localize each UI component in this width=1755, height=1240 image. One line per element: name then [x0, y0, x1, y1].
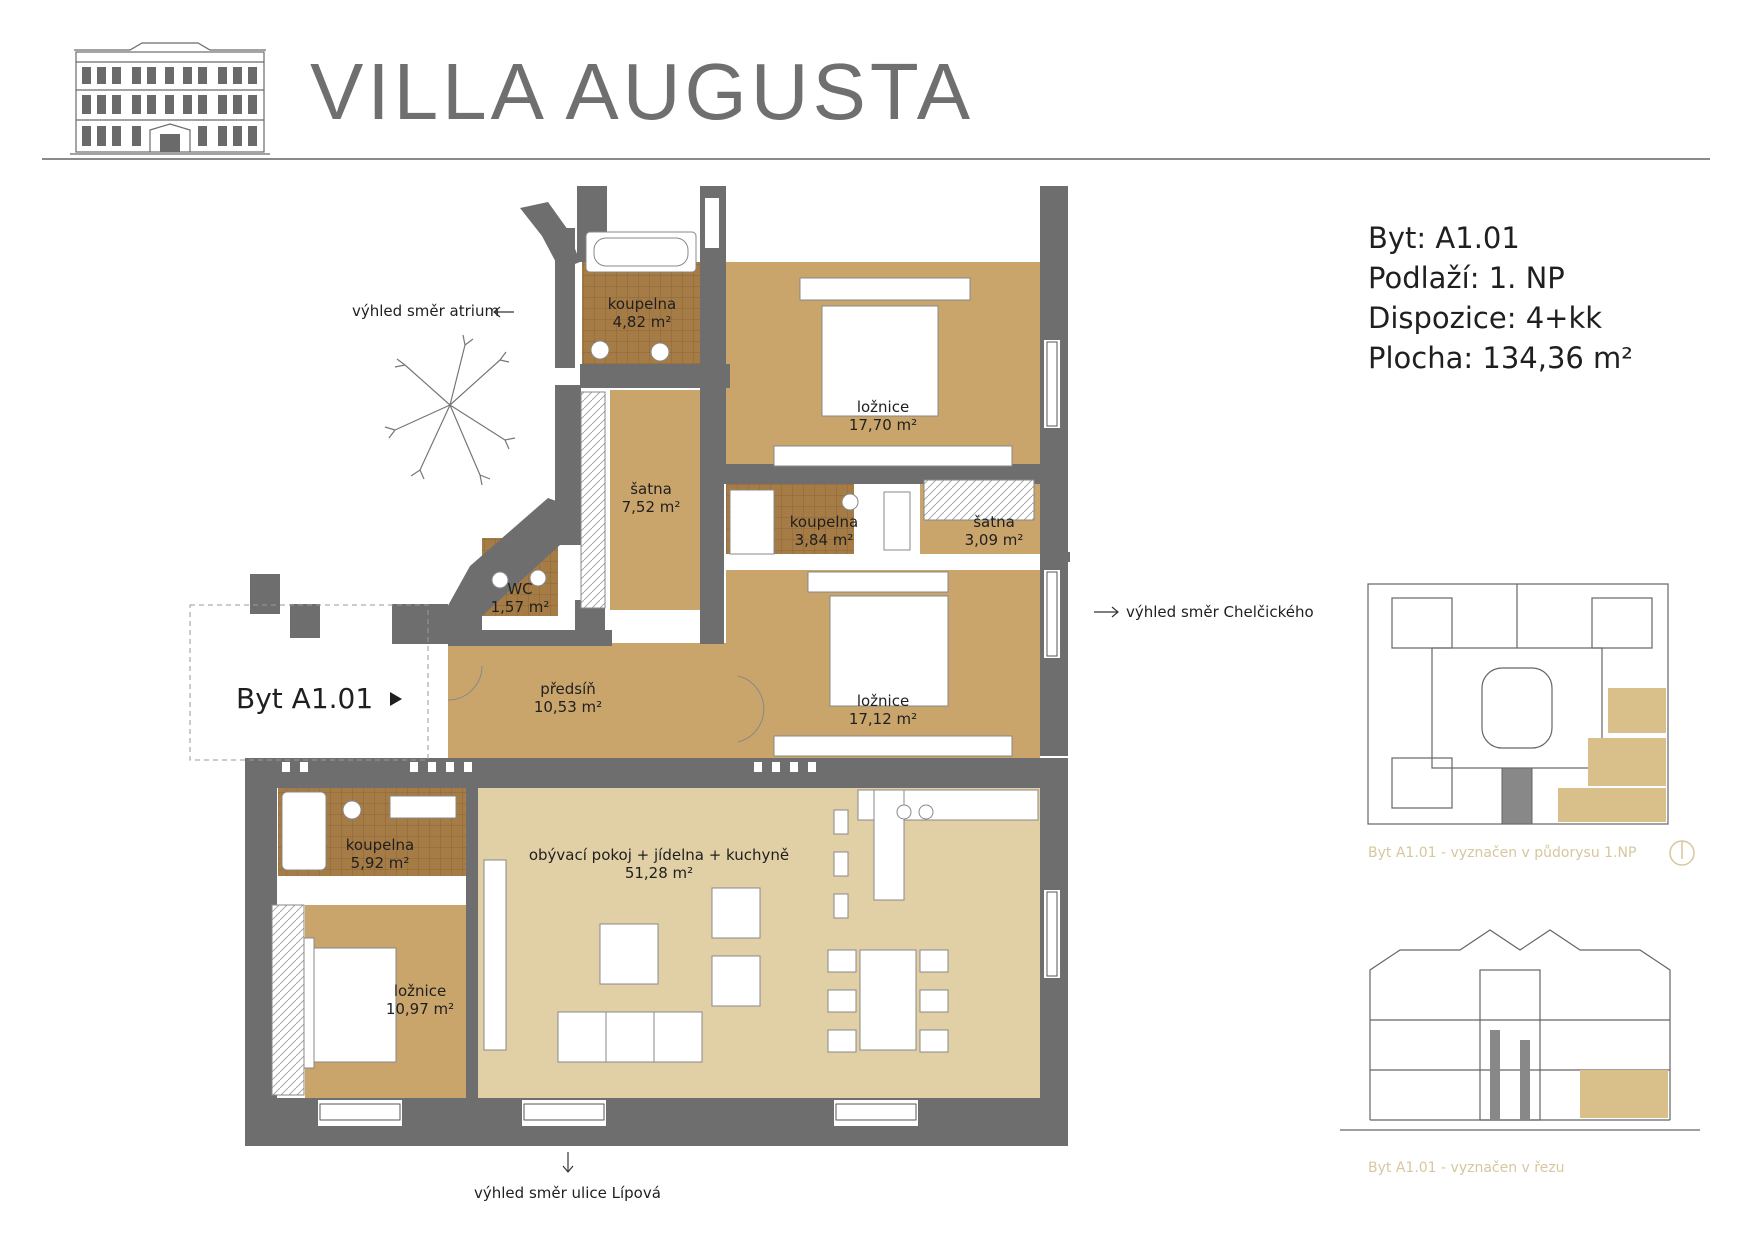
- key-plan-floor-caption: Byt A1.01 - vyznačen v půdorysu 1.NP: [1368, 845, 1637, 861]
- bed: [305, 947, 397, 1063]
- header-divider: [42, 158, 1710, 160]
- key-plan-section-caption: Byt A1.01 - vyznačen v řezu: [1368, 1160, 1565, 1176]
- room-label: šatna: [630, 480, 672, 498]
- room-area: 10,97 m²: [386, 1000, 454, 1018]
- room-area: 10,53 m²: [534, 698, 602, 716]
- view-atrium-label: výhled směr atrium: [352, 302, 500, 320]
- room-area: 3,09 m²: [965, 531, 1024, 549]
- info-plocha: Plocha: 134,36 m²: [1368, 341, 1633, 375]
- room-label: obývací pokoj + jídelna + kuchyně: [529, 846, 789, 864]
- shower: [729, 489, 775, 555]
- bed: [821, 305, 939, 417]
- room-area: 3,84 m²: [795, 531, 854, 549]
- entrance-arrow-icon: [390, 692, 402, 706]
- north-arrow-icon: [1669, 840, 1695, 866]
- room-area: 17,70 m²: [849, 416, 917, 434]
- room-area: 1,57 m²: [491, 598, 550, 616]
- room-label: předsíň: [540, 680, 596, 698]
- furniture: [271, 231, 1039, 1096]
- room-label: ložnice: [394, 982, 446, 1000]
- atrium-tree: [384, 334, 516, 486]
- floor-wardrobe-left: [610, 390, 700, 610]
- common-corridor: [189, 604, 429, 761]
- room-label: ložnice: [857, 398, 909, 416]
- room-label: koupelna: [790, 513, 858, 531]
- page-title: VILLA AUGUSTA: [310, 47, 975, 136]
- info-podlazi: Podlaží: 1. NP: [1368, 261, 1565, 295]
- key-plan-section: [1340, 929, 1700, 1131]
- villa-facade-logo: [70, 42, 270, 155]
- info-dispozice: Dispozice: 4+kk: [1368, 301, 1603, 335]
- room-area: 7,52 m²: [622, 498, 681, 516]
- room-label: ložnice: [857, 692, 909, 710]
- view-chelcickeho-label: výhled směr Chelčického: [1126, 603, 1314, 621]
- room-label: šatna: [973, 513, 1015, 531]
- room-labels: koupelna 4,82 m² ložnice 17,70 m² šatna …: [346, 295, 1024, 1018]
- room-area: 51,28 m²: [625, 864, 693, 882]
- info-byt: Byt: A1.01: [1368, 221, 1520, 255]
- room-area: 17,12 m²: [849, 710, 917, 728]
- view-lipova-label: výhled směr ulice Lípová: [474, 1184, 661, 1202]
- room-area: 4,82 m²: [613, 313, 672, 331]
- apartment-info: Byt: A1.01 Podlaží: 1. NP Dispozice: 4+k…: [1368, 218, 1633, 378]
- bathtub: [281, 791, 327, 871]
- window-frames: [319, 341, 1058, 1121]
- room-label: koupelna: [346, 836, 414, 854]
- room-area: 5,92 m²: [351, 854, 410, 872]
- view-arrows: [493, 306, 1119, 1173]
- entrance-label: Byt A1.01: [236, 682, 373, 715]
- floor-hallway: [448, 643, 726, 758]
- key-plan-floor: [1367, 583, 1669, 825]
- room-label: koupelna: [608, 295, 676, 313]
- room-floors: [278, 262, 1040, 1100]
- bed: [829, 595, 949, 707]
- room-label: WC: [507, 580, 532, 598]
